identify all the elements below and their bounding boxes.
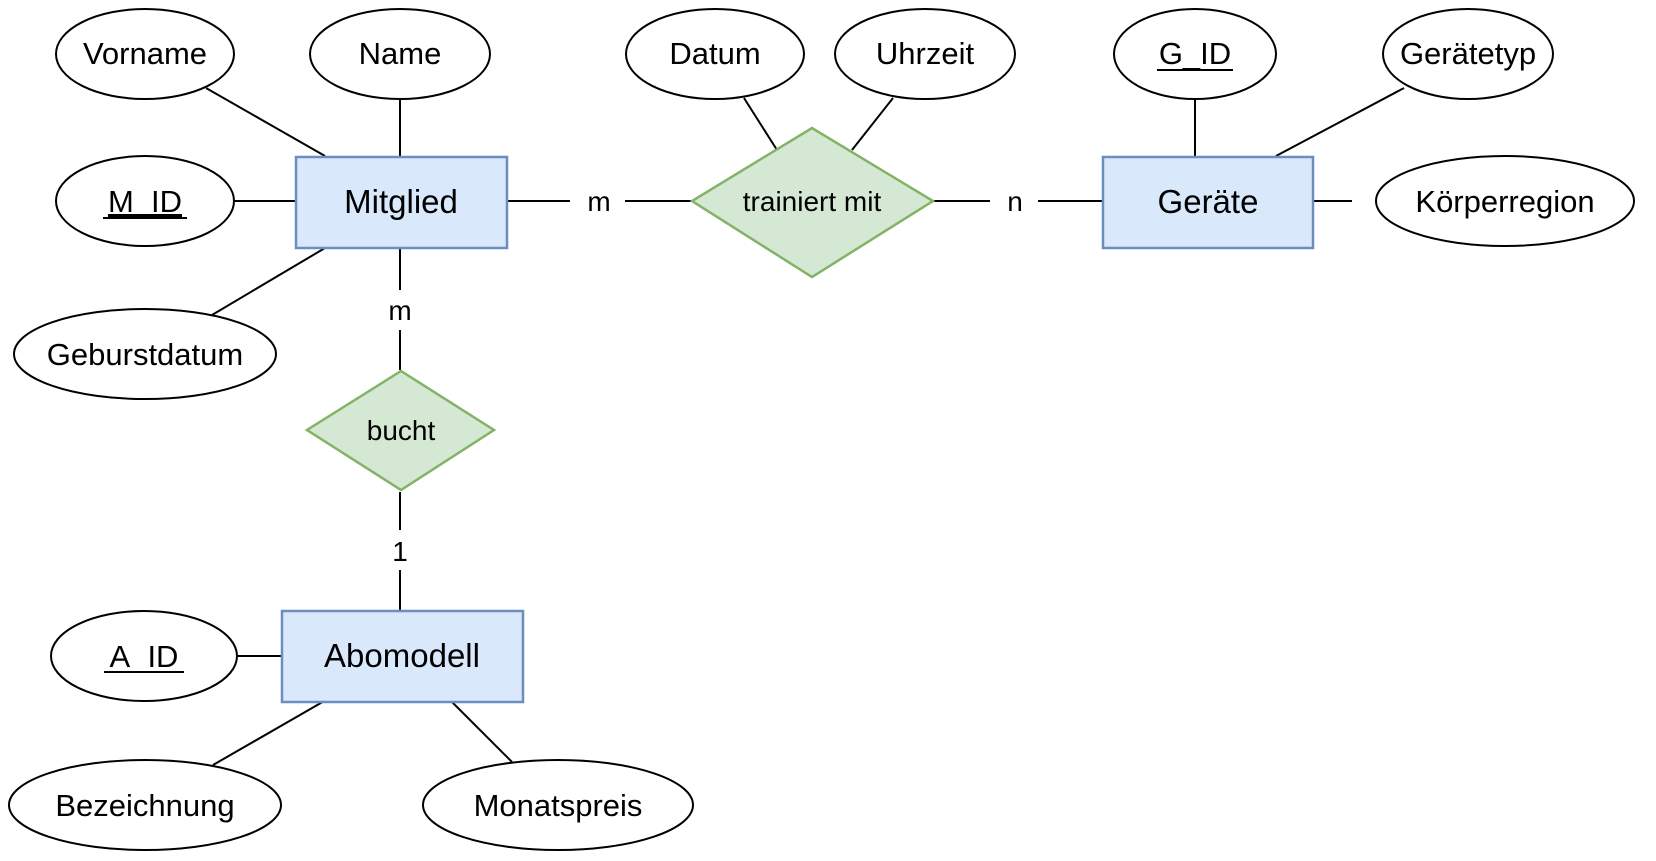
- relationship-trainiert-mit[interactable]: trainiert mit: [689, 126, 936, 279]
- edge-datum-trainiert: [743, 97, 778, 151]
- edge-monatspreis-abomodell: [449, 699, 513, 763]
- attribute-datum[interactable]: Datum: [625, 8, 805, 100]
- attribute-label: Datum: [669, 36, 760, 71]
- attribute-uhrzeit[interactable]: Uhrzeit: [834, 8, 1016, 100]
- cardinality-geraete-trainiert: n: [1007, 186, 1023, 217]
- edge-vorname-mitglied: [205, 87, 326, 157]
- attribute-label: Gerätetyp: [1400, 36, 1536, 71]
- attribute-bezeichnung[interactable]: Bezeichnung: [8, 759, 282, 851]
- attribute-name[interactable]: Name: [309, 8, 491, 100]
- edge-geraetetyp-geraete: [1275, 87, 1405, 157]
- entity-label: Geräte: [1158, 183, 1259, 220]
- relationship-bucht[interactable]: bucht: [304, 369, 497, 492]
- attribute-g-id[interactable]: G_ID: [1113, 8, 1277, 100]
- attribute-label: Name: [359, 36, 442, 71]
- entity-label: Abomodell: [324, 637, 480, 674]
- attribute-a-id[interactable]: A_ID: [50, 610, 238, 702]
- attribute-key-label: A_ID: [110, 639, 179, 674]
- attribute-label: Geburstdatum: [47, 337, 243, 372]
- attribute-m-id[interactable]: M_ID: [55, 155, 235, 247]
- attribute-geraetetyp[interactable]: Gerätetyp: [1382, 8, 1554, 100]
- attribute-monatspreis[interactable]: Monatspreis: [422, 759, 694, 851]
- entity-label: Mitglied: [344, 183, 458, 220]
- attribute-key-label: M_ID: [108, 184, 182, 219]
- attribute-geburtsdatum[interactable]: Geburstdatum: [13, 308, 277, 400]
- attribute-label: Körperregion: [1415, 184, 1594, 219]
- entity-abomodell[interactable]: Abomodell: [280, 609, 525, 704]
- edge-bezeichnung-abomodell: [212, 699, 327, 766]
- attribute-label: Vorname: [83, 36, 207, 71]
- edge-uhrzeit-trainiert: [851, 97, 894, 151]
- attribute-vorname[interactable]: Vorname: [55, 8, 235, 100]
- attribute-koerperregion[interactable]: Körperregion: [1375, 155, 1635, 247]
- entity-mitglied[interactable]: Mitglied: [294, 155, 509, 250]
- relationship-label: trainiert mit: [743, 186, 882, 217]
- relationship-label: bucht: [367, 415, 436, 446]
- entity-geraete[interactable]: Geräte: [1101, 155, 1315, 250]
- attribute-label: Bezeichnung: [55, 788, 234, 823]
- edge-geburtsdatum-mitglied: [211, 247, 326, 316]
- cardinality-mitglied-trainiert: m: [587, 186, 610, 217]
- attribute-label: Monatspreis: [474, 788, 643, 823]
- attribute-label: Uhrzeit: [876, 36, 975, 71]
- cardinality-mitglied-bucht: m: [388, 295, 411, 326]
- attribute-key-label: G_ID: [1159, 36, 1231, 71]
- cardinality-abomodell-bucht: 1: [392, 536, 408, 567]
